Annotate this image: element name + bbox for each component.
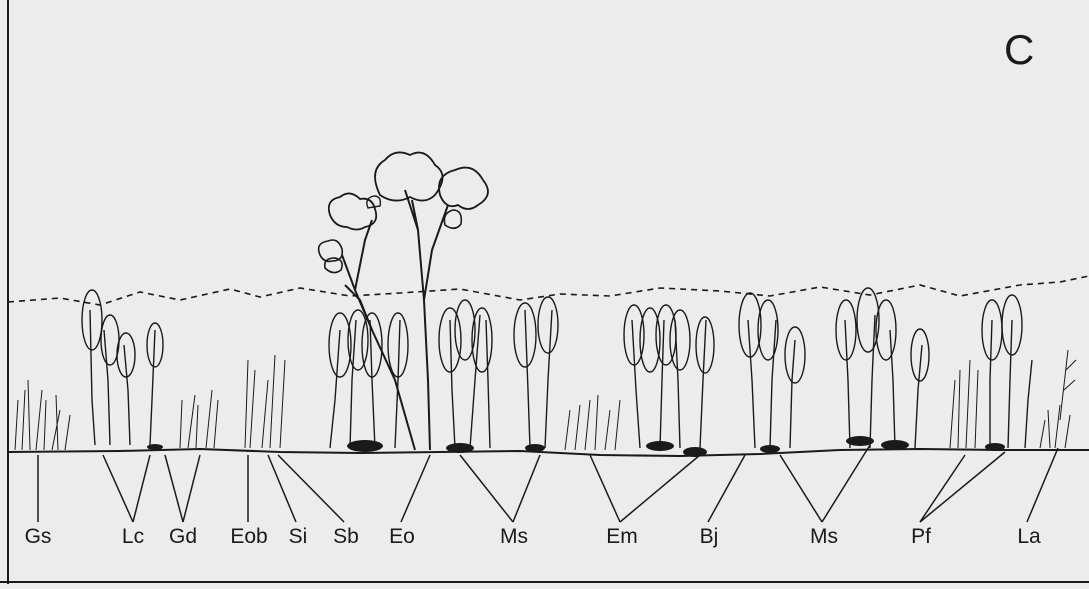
- label-em: Em: [606, 525, 638, 549]
- label-gs: Gs: [25, 525, 52, 549]
- label-la: La: [1017, 525, 1040, 549]
- label-lc: Lc: [122, 525, 144, 549]
- label-gd: Gd: [169, 525, 197, 549]
- label-ms-2: Ms: [810, 525, 838, 549]
- label-si: Si: [289, 525, 308, 549]
- label-sb: Sb: [333, 525, 359, 549]
- label-ms-1: Ms: [500, 525, 528, 549]
- label-eob: Eob: [230, 525, 267, 549]
- label-bj: Bj: [700, 525, 719, 549]
- panel-letter: C: [1004, 26, 1034, 74]
- label-eo: Eo: [389, 525, 415, 549]
- label-pf: Pf: [911, 525, 931, 549]
